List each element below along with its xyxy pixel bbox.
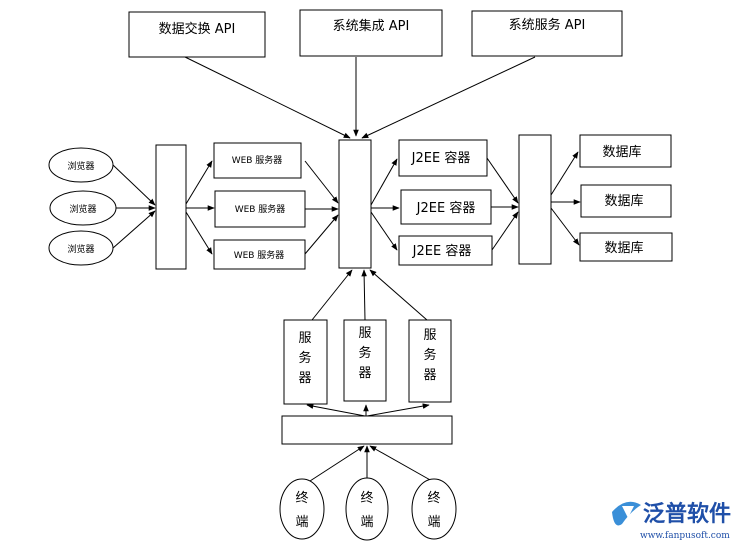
central-hub-bar	[338, 139, 372, 269]
database-box: 数据库	[579, 232, 673, 262]
connector-lines	[112, 56, 581, 482]
logo-url: www.fanpusoft.com	[640, 531, 730, 541]
fanpu-logo-icon	[612, 501, 641, 526]
web-server-label: WEB 服务器	[232, 154, 283, 166]
database-box: 数据库	[579, 134, 672, 168]
browser-label: 浏览器	[67, 160, 94, 172]
terminal-label: 终端	[295, 490, 308, 530]
api-box-data-exchange: 数据交换 API	[128, 11, 266, 58]
browser-gateway-bar	[155, 144, 187, 270]
terminal-label: 终端	[360, 490, 373, 530]
server-label: 服务器	[423, 328, 436, 383]
server-box: 服务器	[283, 319, 328, 405]
browser-node: 浏览器	[48, 230, 114, 266]
terminal-gateway-bar	[281, 415, 453, 445]
j2ee-label: J2EE 容器	[412, 243, 472, 259]
api-box-system-integration: 系统集成 API	[299, 9, 443, 57]
web-server-box: WEB 服务器	[213, 239, 306, 270]
api-label: 数据交换 API	[159, 21, 236, 37]
web-server-label: WEB 服务器	[234, 249, 285, 261]
database-gateway-bar	[518, 134, 552, 265]
j2ee-container-box: J2EE 容器	[400, 189, 492, 225]
api-label: 系统服务 API	[509, 17, 586, 33]
api-label: 系统集成 API	[333, 18, 410, 34]
terminal-node: 终端	[411, 478, 457, 540]
j2ee-container-box: J2EE 容器	[398, 235, 493, 266]
browser-label: 浏览器	[69, 203, 96, 215]
j2ee-label: J2EE 容器	[416, 200, 476, 216]
web-server-box: WEB 服务器	[213, 142, 302, 179]
server-box: 服务器	[408, 319, 452, 403]
terminal-node: 终端	[345, 477, 389, 541]
database-label: 数据库	[604, 193, 643, 209]
browser-node: 浏览器	[49, 190, 117, 226]
database-label: 数据库	[604, 240, 643, 256]
database-box: 数据库	[580, 184, 672, 218]
api-box-system-service: 系统服务 API	[471, 10, 623, 57]
terminal-label: 终端	[427, 490, 440, 530]
browser-node: 浏览器	[48, 147, 114, 183]
logo-brand-name: 泛普软件	[643, 501, 731, 527]
web-server-box: WEB 服务器	[214, 190, 306, 228]
server-label: 服务器	[298, 331, 311, 386]
server-label: 服务器	[358, 326, 371, 381]
fanpu-logo: 泛普软件 www.fanpusoft.com	[612, 501, 731, 541]
browser-label: 浏览器	[67, 243, 94, 255]
j2ee-container-box: J2EE 容器	[398, 139, 488, 177]
web-server-label: WEB 服务器	[235, 203, 286, 215]
j2ee-label: J2EE 容器	[411, 150, 471, 166]
terminal-node: 终端	[279, 478, 325, 540]
server-box: 服务器	[343, 319, 387, 402]
database-label: 数据库	[602, 144, 641, 160]
